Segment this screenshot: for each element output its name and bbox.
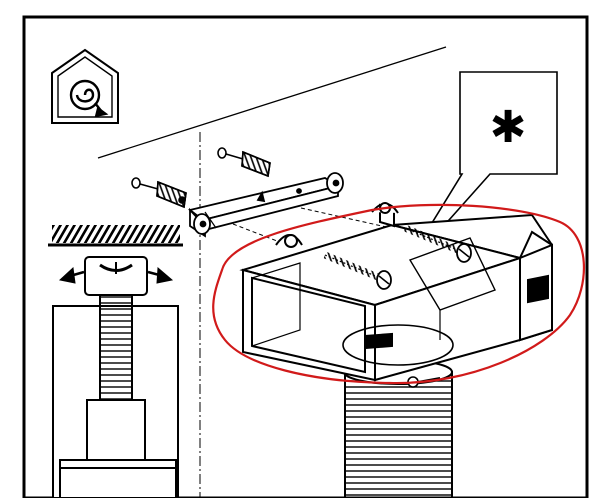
- mounting-rail: [187, 172, 401, 247]
- ceiling-line: [97, 46, 447, 159]
- double-arrow-icon: [58, 266, 174, 284]
- ceiling-hatch-icon: [48, 225, 183, 247]
- highlight-outline: [212, 203, 586, 385]
- hood-side-view: [52, 256, 179, 498]
- motor-block: [86, 399, 146, 461]
- asterisk-symbol: ✱: [490, 102, 527, 153]
- flexible-hose: [99, 294, 133, 401]
- wall-plugs: [131, 147, 271, 209]
- hood-body: [59, 459, 177, 498]
- recirculation-house-icon: [51, 48, 119, 124]
